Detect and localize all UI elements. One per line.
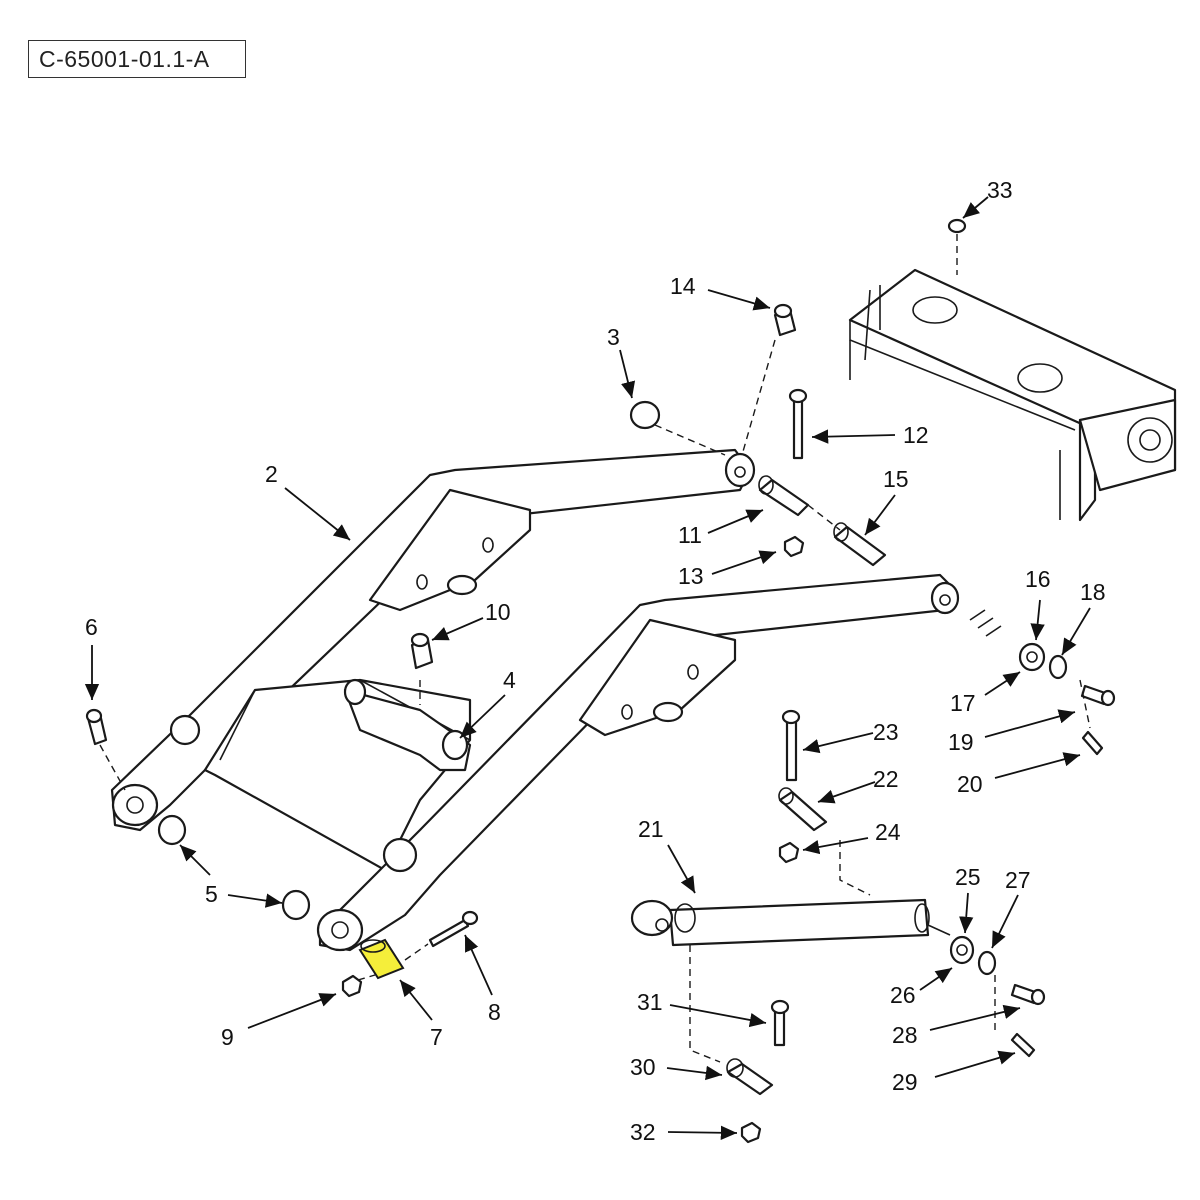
callout-12: 12	[903, 422, 929, 448]
part-9-nut	[341, 974, 376, 998]
callout-18: 18	[1080, 579, 1106, 605]
callout-30: 30	[630, 1054, 656, 1080]
callout-11: 11	[678, 522, 702, 548]
callout-24: 24	[875, 819, 901, 845]
callout-14: 14	[670, 273, 696, 299]
part-5-bushings	[157, 814, 311, 921]
leader-lines	[84, 196, 1091, 1140]
part-4-cylinder-bracket	[343, 678, 472, 772]
callout-20: 20	[957, 771, 983, 797]
callout-27: 27	[1005, 867, 1031, 893]
part-7-pin-highlighted	[358, 938, 405, 980]
part-20-pin	[1081, 730, 1104, 756]
callout-5: 5	[205, 881, 218, 907]
callout-26: 26	[890, 982, 916, 1008]
drawing-code-box: C-65001-01.1-A	[28, 40, 246, 78]
part-27-washer	[977, 950, 997, 976]
callout-6: 6	[85, 614, 98, 640]
part-31-bolt	[770, 999, 790, 1047]
part-23-bolt	[781, 709, 801, 782]
callout-33: 33	[987, 177, 1013, 203]
callout-19: 19	[948, 729, 974, 755]
callout-labels: 2 3 4 5 6 7 8 9 10 11 12 13 14 15 16 17 …	[85, 177, 1106, 1145]
callout-7: 7	[430, 1024, 443, 1050]
part-29-pin	[1010, 1032, 1036, 1058]
callout-23: 23	[873, 719, 899, 745]
callout-10: 10	[485, 599, 511, 625]
callout-29: 29	[892, 1069, 918, 1095]
part-11-pin	[758, 475, 810, 517]
callout-13: 13	[678, 563, 704, 589]
callout-2: 2	[265, 461, 278, 487]
part-3-bushing	[629, 400, 726, 456]
callout-3: 3	[607, 324, 620, 350]
callout-4: 4	[503, 667, 516, 693]
callout-16: 16	[1025, 566, 1051, 592]
mounting-frame	[848, 268, 1177, 522]
callout-31: 31	[637, 989, 663, 1015]
callout-8: 8	[488, 999, 501, 1025]
part-8-bolt	[404, 910, 479, 961]
part-15-pin	[807, 504, 887, 567]
part-28-bolt	[994, 975, 1046, 1030]
callout-15: 15	[883, 466, 909, 492]
drawing-code: C-65001-01.1-A	[39, 46, 210, 72]
part-18-washer	[1048, 654, 1068, 680]
part-30-pin	[726, 1058, 774, 1096]
part-19-bolt	[1079, 679, 1116, 729]
part-24-nut	[778, 840, 871, 896]
callout-28: 28	[892, 1022, 918, 1048]
part-16-bushing	[969, 609, 1046, 672]
callout-21: 21	[638, 816, 664, 842]
part-2-loader-arm	[110, 448, 960, 952]
callout-22: 22	[873, 766, 899, 792]
callout-32: 32	[630, 1119, 656, 1145]
part-22-pin	[778, 787, 828, 832]
part-12-bolt	[788, 388, 808, 460]
part-33-plug	[947, 218, 967, 275]
part-10-grease-fitting	[410, 632, 434, 670]
part-13-nut	[783, 535, 805, 558]
callout-25: 25	[955, 864, 981, 890]
callout-17: 17	[950, 690, 976, 716]
callout-9: 9	[221, 1024, 234, 1050]
part-14-grease-fitting	[741, 303, 797, 456]
part-6-grease-fitting	[85, 708, 126, 791]
part-25-bushing	[949, 935, 975, 965]
part-21-hydraulic-cylinder	[630, 898, 951, 1063]
part-32-nut	[740, 1121, 762, 1144]
